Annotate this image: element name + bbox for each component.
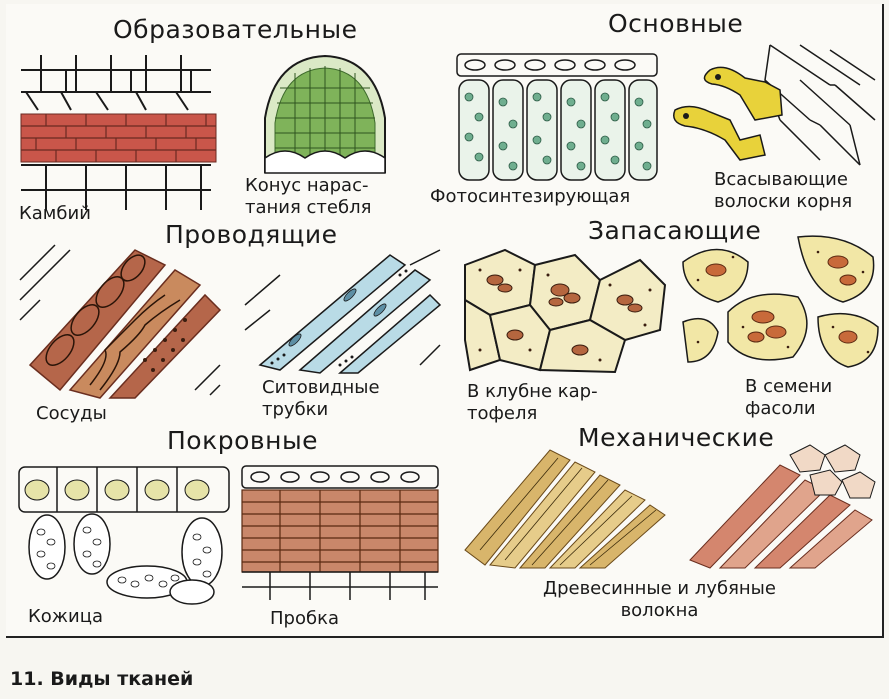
cork-illustration bbox=[241, 465, 439, 600]
heading-educational: Образовательные bbox=[113, 15, 358, 44]
potato-tuber-label: В клубне кар- тофеля bbox=[467, 381, 598, 424]
heading-mechanical: Механические bbox=[578, 423, 775, 452]
epidermis-label: Кожица bbox=[28, 606, 103, 627]
bean-seed-label: В семени фасоли bbox=[745, 376, 833, 419]
epidermis-illustration bbox=[18, 466, 230, 605]
heading-conducting: Проводящие bbox=[165, 220, 338, 249]
growth-cone-illustration bbox=[264, 54, 386, 174]
root-hairs-label: Всасывающие волоски корня bbox=[714, 169, 853, 212]
figure-caption: 11. Виды тканей bbox=[10, 668, 194, 690]
heading-integumentary: Покровные bbox=[167, 426, 319, 455]
sieve-tubes-label: Ситовидные трубки bbox=[262, 377, 380, 420]
growth-cone-label: Конус нарас- тания стебля bbox=[245, 175, 372, 218]
cork-label: Пробка bbox=[270, 608, 339, 629]
photosynthetic-label: Фотосинтезирующая bbox=[430, 186, 631, 207]
photosynthetic-illustration bbox=[456, 53, 658, 181]
sieve-tubes-illustration bbox=[244, 249, 442, 374]
potato-tuber-illustration bbox=[464, 248, 667, 374]
root-hairs-illustration bbox=[673, 44, 876, 166]
heading-storage: Запасающие bbox=[588, 216, 762, 245]
bean-seed-illustration bbox=[682, 235, 879, 368]
heading-basic: Основные bbox=[608, 9, 744, 38]
cambium-label: Камбий bbox=[19, 203, 91, 224]
fibers-label: Древесинные и лубяные волокна bbox=[543, 578, 776, 621]
vessels-illustration bbox=[19, 244, 222, 399]
vessels-label: Сосуды bbox=[36, 403, 107, 424]
fibers-illustration bbox=[464, 444, 876, 569]
cambium-illustration bbox=[20, 55, 217, 210]
